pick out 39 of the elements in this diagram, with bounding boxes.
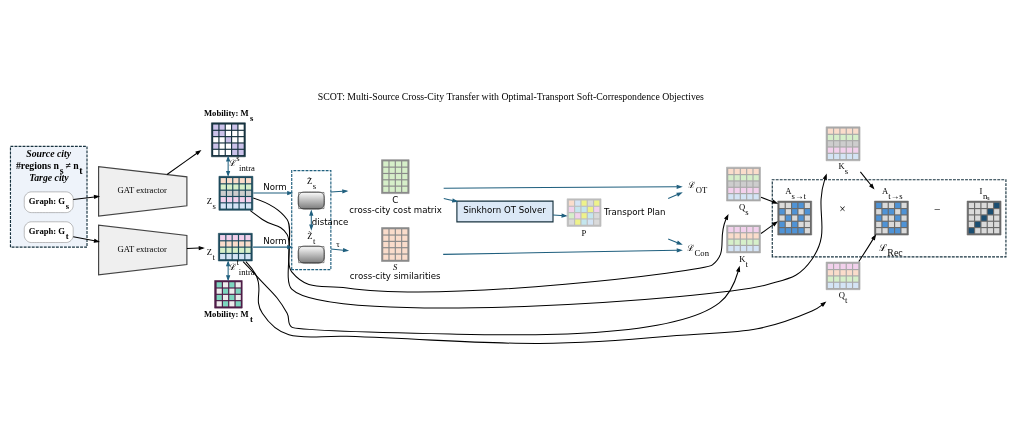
label: − [933,202,941,215]
arrow [242,261,741,336]
arrow [667,238,683,245]
arrow [249,173,827,309]
edge-label: distance [311,217,349,228]
arrow [166,150,202,175]
arrow [760,196,779,204]
arrow [859,171,875,190]
arrow [72,236,101,243]
node-label: C [392,194,399,205]
arrow [186,245,205,251]
arrow [858,234,877,263]
node-label: cross-city similarities [349,270,441,281]
edge-label: Norm [263,235,287,246]
arrow [226,260,231,282]
edge-label: τ [336,238,340,249]
arrow [252,190,294,196]
node-label: cross-city cost matrix [349,204,442,215]
node-box: Sinkhorn OT Solver [456,200,554,223]
node-label: P [581,227,587,238]
arrow [443,198,459,203]
arrow [226,155,231,178]
edge-label: Norm [263,181,287,192]
node-box: GAT extractor [98,165,188,217]
arrow [245,261,827,344]
node-label: S [393,262,398,273]
label: × [839,202,846,215]
arrow [552,213,568,218]
arrow [442,248,683,255]
arrow [760,221,779,234]
arrow [443,184,683,189]
arrow [330,248,350,253]
node-label: Transport Plan [603,206,666,217]
node-box: GAT extractor [98,224,188,276]
arrow [72,194,101,200]
diagram-title: SCOT: Multi-Source Cross-City Transfer with Optimal-Transport Soft-Correspondence Objectives [317,91,704,103]
arrow [252,245,294,250]
arrow [330,189,349,194]
arrow [667,192,683,199]
